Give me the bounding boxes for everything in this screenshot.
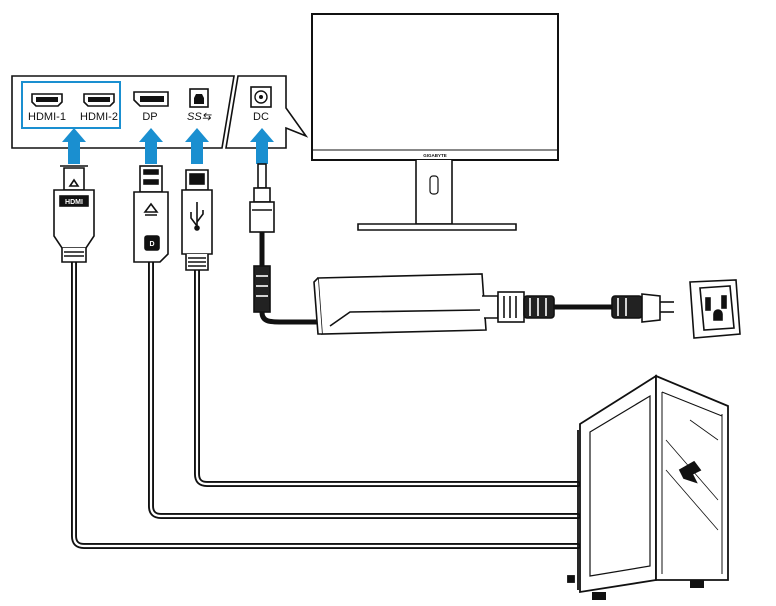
svg-text:D: D [149, 241, 154, 248]
usb-b-port-icon [189, 88, 209, 108]
upload-arrow-icon [62, 128, 86, 164]
dp-plug: D [133, 165, 169, 263]
hdmi-port-icon [83, 93, 115, 107]
displayport-icon [133, 91, 169, 107]
hdmi-logo-icon [59, 195, 89, 207]
monitor-screen [311, 13, 559, 161]
upload-arrow-icon [250, 128, 274, 164]
pc-tower [567, 374, 729, 600]
connection-arrows [62, 128, 274, 164]
displayport-logo-icon [144, 235, 160, 251]
monitor-stand-base [357, 223, 517, 231]
power-outlet-icon [689, 279, 741, 339]
hdmi-group-box [21, 81, 121, 129]
dc-jack-icon [250, 86, 272, 108]
pc-side-panel [579, 374, 657, 594]
power-adapter [313, 273, 674, 335]
aorus-logo-icon [678, 460, 702, 484]
hdmi-plug: HDMI [53, 165, 95, 263]
dc-power-cable [249, 163, 318, 325]
dc-label: DC [253, 111, 269, 123]
usb-plug [181, 169, 213, 271]
monitor: GIGABYTE [311, 13, 559, 231]
hdmi-1-label: HDMI-1 [28, 111, 66, 123]
upload-arrow-icon [139, 128, 163, 164]
svg-text:HDMI: HDMI [65, 199, 83, 206]
port-panel: HDMI-1 HDMI-2 DP SS⇆ DC [11, 75, 309, 149]
usb-label: SS⇆ [187, 111, 212, 123]
usb-trident-icon [190, 202, 204, 231]
monitor-brand: GIGABYTE [423, 153, 447, 158]
dp-label: DP [142, 111, 157, 123]
dc-panel-outline [225, 75, 309, 149]
hdmi-2-label: HDMI-2 [80, 111, 118, 123]
hdmi-port-icon [31, 93, 63, 107]
upload-arrow-icon [185, 128, 209, 164]
monitor-stand-neck [415, 160, 453, 225]
port-panel-outline [11, 75, 235, 149]
